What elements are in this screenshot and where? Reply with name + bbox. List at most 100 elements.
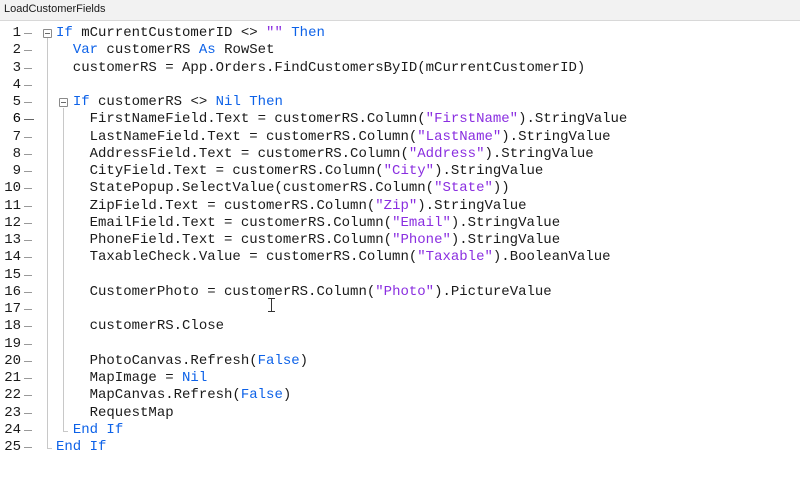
code-line[interactable]: 5 If customerRS <> Nil Then xyxy=(0,94,800,111)
code-token: ZipField.Text = customerRS.Column( xyxy=(56,197,376,214)
code-token xyxy=(56,422,73,438)
line-number: 6 xyxy=(12,111,21,128)
line-number: 10 xyxy=(4,180,21,197)
code-line[interactable]: 21 MapImage = Nil xyxy=(0,370,800,387)
code-text[interactable]: If customerRS <> Nil Then xyxy=(56,94,283,111)
line-number: 17 xyxy=(4,301,21,317)
code-token: ).PictureValue xyxy=(434,283,552,300)
code-text[interactable]: FirstNameField.Text = customerRS.Column(… xyxy=(56,111,628,128)
code-token: MapImage = xyxy=(56,370,183,386)
code-line[interactable]: 7 LastNameField.Text = customerRS.Column… xyxy=(0,129,800,146)
line-number-gutter[interactable] xyxy=(0,42,36,503)
code-keyword: False xyxy=(240,387,283,404)
code-line[interactable]: 9 CityField.Text = customerRS.Column("Ci… xyxy=(0,163,800,180)
code-line[interactable]: 3 customerRS = App.Orders.FindCustomersB… xyxy=(0,60,800,77)
line-number: 7 xyxy=(12,128,21,145)
code-text[interactable]: AddressField.Text = customerRS.Column("A… xyxy=(56,146,594,163)
code-line[interactable]: 22 MapCanvas.Refresh(False) xyxy=(0,387,800,404)
block-guide-outer-end xyxy=(47,448,52,449)
code-keyword: If xyxy=(72,94,90,110)
code-text[interactable]: EmailField.Text = customerRS.Column("Ema… xyxy=(56,214,561,232)
line-marker-tick xyxy=(24,447,32,448)
code-token: ).StringValue xyxy=(434,163,544,179)
code-text[interactable]: MapImage = Nil xyxy=(56,370,208,387)
code-line[interactable]: 10 StatePopup.SelectValue(customerRS.Col… xyxy=(0,180,800,197)
code-line[interactable]: 6 FirstNameField.Text = customerRS.Colum… xyxy=(0,111,800,128)
block-guide-inner xyxy=(63,108,64,431)
line-number: 24 xyxy=(4,421,21,438)
line-marker-tick xyxy=(24,153,32,155)
line-marker-tick xyxy=(24,291,32,293)
code-line[interactable]: 17 xyxy=(0,301,800,318)
code-text[interactable]: End If xyxy=(56,422,123,439)
code-token: ).StringValue xyxy=(417,197,527,214)
line-number: 13 xyxy=(4,232,21,248)
code-text[interactable]: PhoneField.Text = customerRS.Column("Pho… xyxy=(56,232,561,249)
code-line[interactable]: 11 ZipField.Text = customerRS.Column("Zi… xyxy=(0,198,800,215)
code-line[interactable]: 23 RequestMap xyxy=(0,405,800,422)
line-marker-tick xyxy=(24,309,32,310)
code-text[interactable]: TaxableCheck.Value = customerRS.Column("… xyxy=(56,249,611,266)
code-text[interactable]: If mCurrentCustomerID <> "" Then xyxy=(56,25,325,42)
code-text[interactable]: customerRS = App.Orders.FindCustomersByI… xyxy=(56,60,586,77)
code-line[interactable]: 16 CustomerPhoto = customerRS.Column("Ph… xyxy=(0,284,800,301)
code-text[interactable]: End If xyxy=(56,439,106,456)
line-number: 12 xyxy=(4,214,21,231)
line-marker-tick xyxy=(24,429,32,431)
code-line[interactable]: 12 EmailField.Text = customerRS.Column("… xyxy=(0,215,800,232)
line-marker-tick xyxy=(24,188,32,190)
code-text[interactable]: RequestMap xyxy=(56,405,174,422)
code-line[interactable]: 2 Var customerRS As RowSet xyxy=(0,42,800,59)
code-text[interactable]: ZipField.Text = customerRS.Column("Zip")… xyxy=(56,198,527,215)
line-marker-tick xyxy=(24,136,32,138)
code-token xyxy=(283,25,291,41)
code-token: RequestMap xyxy=(56,404,174,421)
code-token: ).StringValue xyxy=(450,214,561,231)
code-text[interactable]: CityField.Text = customerRS.Column("City… xyxy=(56,163,544,180)
line-number: 5 xyxy=(12,94,21,110)
code-token: ) xyxy=(299,352,309,369)
line-number: 3 xyxy=(12,59,21,76)
code-text[interactable]: Var customerRS As RowSet xyxy=(56,42,275,59)
code-text[interactable]: LastNameField.Text = customerRS.Column("… xyxy=(56,129,611,146)
code-line[interactable]: 15 xyxy=(0,267,800,284)
code-line[interactable]: 13 PhoneField.Text = customerRS.Column("… xyxy=(0,232,800,249)
code-token: StatePopup.SelectValue(customerRS.Column… xyxy=(56,180,435,197)
code-line[interactable]: 24 End If xyxy=(0,422,800,439)
code-line[interactable]: 8 AddressField.Text = customerRS.Column(… xyxy=(0,146,800,163)
code-token: AddressField.Text = customerRS.Column( xyxy=(56,145,409,162)
code-line[interactable]: 4 xyxy=(0,77,800,94)
code-token: FirstNameField.Text = customerRS.Column( xyxy=(56,111,426,128)
code-string: "Photo" xyxy=(375,283,435,300)
code-token: )) xyxy=(492,180,510,197)
code-keyword: As xyxy=(198,42,216,59)
line-number: 15 xyxy=(4,266,21,283)
line-marker-tick xyxy=(24,33,32,34)
line-marker-tick xyxy=(24,84,32,86)
code-text[interactable]: StatePopup.SelectValue(customerRS.Column… xyxy=(56,180,510,197)
line-number: 4 xyxy=(12,76,21,93)
line-number: 22 xyxy=(4,387,21,404)
fold-toggle-outer-if[interactable] xyxy=(43,29,52,38)
code-token: EmailField.Text = customerRS.Column( xyxy=(56,214,393,231)
code-text[interactable]: MapCanvas.Refresh(False) xyxy=(56,387,292,404)
fold-toggle-inner-if[interactable] xyxy=(59,98,68,107)
code-line[interactable]: 20 PhotoCanvas.Refresh(False) xyxy=(0,353,800,370)
code-text[interactable]: customerRS.Close xyxy=(56,318,224,335)
code-text[interactable]: CustomerPhoto = customerRS.Column("Photo… xyxy=(56,284,552,301)
code-token: CityField.Text = customerRS.Column( xyxy=(56,163,384,179)
code-token: mCurrentCustomerID <> xyxy=(72,25,267,41)
line-marker-tick xyxy=(24,274,32,276)
code-string: "City" xyxy=(383,163,435,179)
code-line[interactable]: 18 customerRS.Close xyxy=(0,318,800,335)
line-marker-tick xyxy=(24,240,32,241)
code-line[interactable]: 14 TaxableCheck.Value = customerRS.Colum… xyxy=(0,249,800,266)
code-line[interactable]: 19 xyxy=(0,336,800,353)
line-number: 20 xyxy=(4,352,21,369)
code-keyword: False xyxy=(257,352,300,369)
code-text[interactable]: PhotoCanvas.Refresh(False) xyxy=(56,353,308,370)
line-marker-tick xyxy=(24,395,32,397)
